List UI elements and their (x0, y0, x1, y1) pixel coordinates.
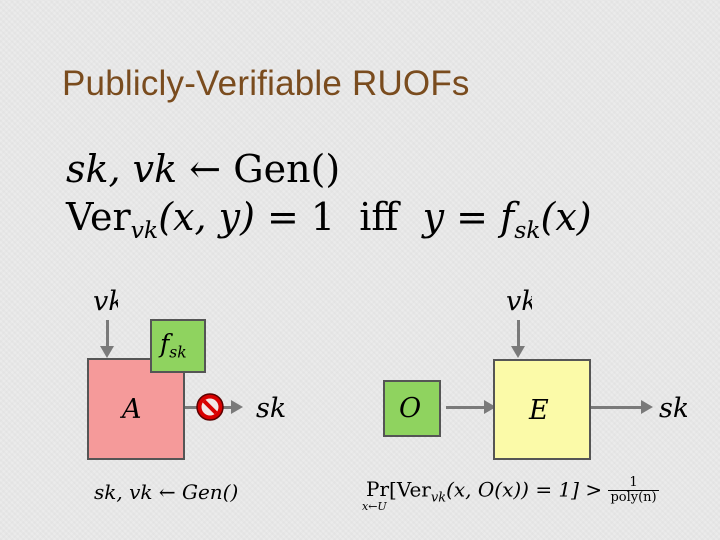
prob-pr: Pr (366, 477, 390, 502)
prob-body-rest: (x, O(x)) = 1] > (446, 477, 603, 502)
prob-frac-num: 1 (608, 475, 659, 492)
prob-fraction: 1 poly(n) (608, 475, 659, 506)
right-vk-label: vk (506, 286, 532, 317)
extractor-e-label: E (529, 395, 549, 426)
equation-gen: sk, vk ← Gen() (66, 150, 340, 188)
oracle-o-label: O (399, 393, 422, 424)
equation-y: y (422, 195, 445, 239)
prob-pr-sub: x←U (362, 500, 387, 514)
prob-ver-sub: vk (430, 490, 447, 506)
f-sk-sub: sk (169, 343, 187, 362)
f-sk-f: f (160, 329, 170, 358)
equation-verify: Vervk(x, y) = 1 iff y = fsk(x) (66, 198, 592, 243)
equation-ver-sub: vk (130, 216, 159, 245)
oracle-o-box: O (383, 380, 441, 437)
left-vk-label: vk (93, 286, 118, 317)
right-vk-arrow (511, 320, 525, 358)
equation-eq2: = (456, 195, 489, 239)
adversary-label: A (122, 394, 142, 425)
probability-statement: Pr x←U [Vervk(x, O(x)) = 1] > 1 poly(n) (362, 475, 659, 513)
equation-fx: (x) (540, 195, 592, 239)
equation-gen-lhs: sk, vk (66, 147, 178, 191)
left-vk-arrow (100, 320, 114, 358)
left-caption: sk, vk ← Gen() (94, 480, 239, 504)
adversary-box: A (87, 358, 185, 460)
equation-gen-rhs: Gen() (233, 147, 341, 191)
f-sk-oracle-box: fsk (150, 319, 206, 373)
equation-gen-arrow: ← (189, 147, 222, 191)
slide-title: Publicly-Verifiable RUOFs (62, 64, 470, 103)
prob-frac-den: poly(n) (610, 490, 657, 506)
f-sk-label: fsk (160, 329, 187, 361)
extractor-e-box: E (493, 359, 591, 460)
equation-f-sub: sk (514, 216, 541, 245)
equation-iff: iff (359, 195, 399, 239)
equation-eq-one: = 1 (267, 195, 336, 239)
equation-ver: Ver (66, 195, 131, 239)
equation-ver-args: (x, y) (158, 195, 255, 239)
left-sk-label: sk (256, 393, 286, 424)
equation-f: f (500, 195, 515, 239)
prob-body-open: [Ver (389, 477, 431, 502)
right-output-arrow (591, 400, 653, 414)
oracle-to-e-arrow (446, 400, 496, 414)
right-sk-label: sk (659, 393, 687, 424)
prohibited-icon (196, 393, 224, 421)
